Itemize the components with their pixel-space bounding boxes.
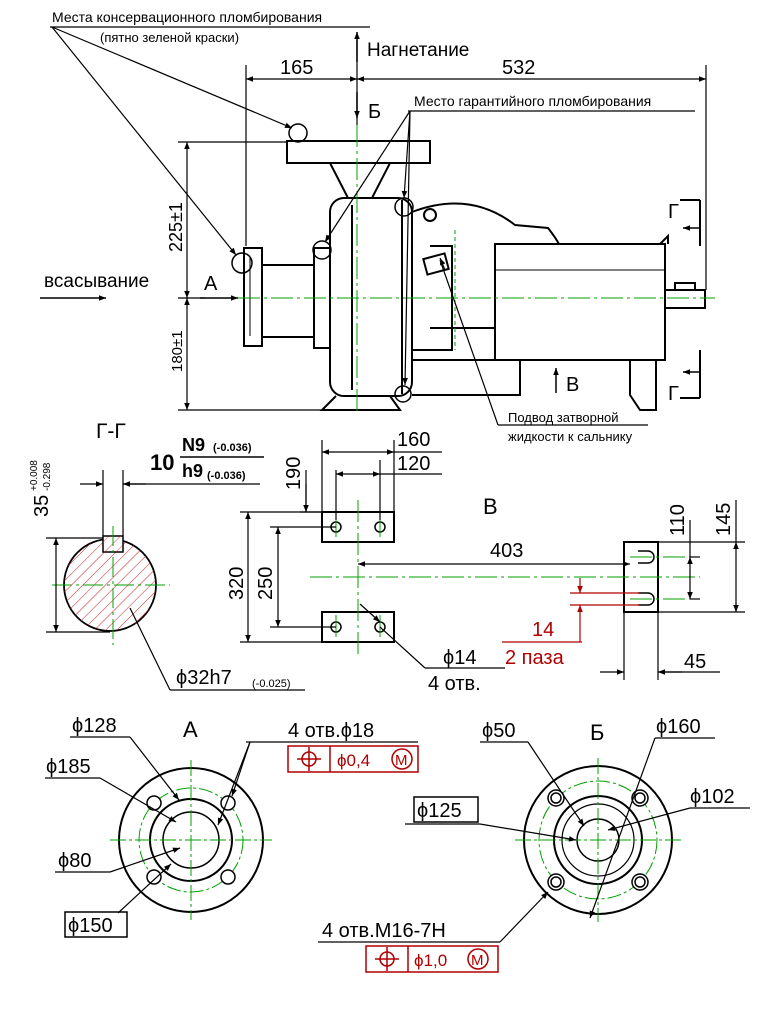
dim-160: 160 (397, 429, 430, 451)
dim-532: 532 (502, 57, 535, 79)
mmc-b-letter: M (471, 952, 484, 969)
casing-foot (319, 395, 402, 411)
dim-d160-b: ϕ160 (656, 716, 701, 738)
view-v: В 160 120 190 320 250 403 110 145 14 2 п… (226, 429, 745, 695)
dim-190: 190 (283, 457, 305, 490)
view-a-letter: А (204, 273, 218, 295)
dim-403: 403 (490, 540, 523, 562)
dim-d150: ϕ150 (68, 915, 113, 937)
key-fit-upper: N9 (182, 435, 205, 455)
key-fit-lower: h9 (182, 461, 203, 481)
section-g-top-letter: Г (668, 201, 679, 223)
dim-165: 165 (280, 57, 313, 79)
view-v-letter: В (566, 374, 579, 396)
dim-d102: ϕ102 (690, 786, 735, 808)
suction-nozzle (261, 264, 315, 338)
seal-liquid-fitting (422, 252, 450, 276)
dim-250: 250 (255, 567, 277, 600)
slots-count: 2 паза (505, 647, 565, 669)
position-tol-b-value: ϕ1,0 (414, 951, 447, 970)
view-b-title: Б (590, 720, 604, 745)
suction-flange (243, 247, 263, 347)
view-v-title: В (483, 494, 498, 519)
key-height-tol-upper: +0.008 (29, 460, 40, 491)
dim-d185: ϕ185 (46, 756, 91, 778)
mmc-b-icon (467, 948, 489, 970)
key-fit-lower-tol: (-0.036) (207, 470, 246, 482)
key-height-dim: 35 (31, 495, 53, 517)
view-a: А ϕ128 ϕ185 ϕ80 ϕ150 4 отв.ϕ18 ϕ0,4 M (45, 715, 419, 938)
note-leaders (50, 26, 695, 426)
side-view-centerlines (205, 125, 715, 415)
dim-120: 120 (397, 453, 430, 475)
dim-225: 225±1 (166, 202, 186, 252)
pump-side-view (243, 140, 706, 411)
section-g-top-mark (680, 199, 701, 246)
dim-110: 110 (667, 504, 689, 536)
dim-d125-box (413, 796, 479, 823)
side-view-labels: Места консервационного пломбирования (пя… (44, 9, 679, 444)
dim-320: 320 (226, 567, 248, 600)
shaft-diameter-tol: (-0.025) (252, 678, 291, 690)
mmc-a-icon (391, 748, 413, 770)
view-b-letter: Б (368, 101, 381, 123)
conservation-seal-note: Места консервационного пломбирования (52, 9, 322, 25)
dim-14-slot: 14 (532, 619, 554, 641)
hole-count-4: 4 отв. (428, 673, 481, 695)
view-a-title: А (183, 717, 198, 742)
position-tolerance-b: ϕ1,0 M (365, 945, 499, 973)
warranty-seal-note: Место гарантийного пломбирования (414, 93, 651, 109)
dim-145: 145 (713, 503, 735, 536)
conservation-seal-mark (231, 252, 253, 274)
side-view-dimensions (178, 40, 707, 411)
key-height-tol-lower: -0.298 (42, 462, 53, 491)
dim-d80: ϕ80 (58, 850, 91, 872)
shaft (664, 289, 706, 309)
mmc-a-letter: M (395, 752, 408, 769)
dim-d150-box (64, 911, 128, 938)
position-tol-a-value: ϕ0,4 (337, 751, 370, 770)
dim-d128: ϕ128 (72, 715, 117, 737)
key-width-dim: 10 (150, 450, 174, 475)
conservation-seal-mark (288, 123, 308, 143)
flow-arrows (40, 32, 701, 399)
seal-liquid-note-1: Подвод затворной (508, 410, 619, 425)
shaft-diameter-dim: ϕ32h7 (176, 667, 232, 689)
dim-45: 45 (684, 651, 706, 673)
section-gg: Г-Г 10 N9 (-0.036) h9 (-0.036) 35 +0.008… (29, 420, 305, 691)
discharge-label: Нагнетание (367, 40, 469, 61)
suction-label: всасывание (44, 271, 149, 292)
bearing-housing (494, 243, 666, 361)
position-tolerance-a: ϕ0,4 M (287, 745, 419, 773)
hole-dia-14: ϕ14 (443, 647, 476, 669)
section-gg-title: Г-Г (96, 420, 126, 443)
key (674, 282, 696, 291)
view-b: Б ϕ50 ϕ160 ϕ102 ϕ125 4 отв.M16-7H ϕ1,0 M (318, 716, 750, 973)
discharge-nozzle (329, 162, 391, 199)
flange-b-holes: 4 отв.M16-7H (322, 920, 446, 942)
key-fit-upper-tol: (-0.036) (213, 442, 252, 454)
seal-liquid-note-2: жидкости к сальнику (508, 429, 633, 444)
discharge-flange (286, 140, 431, 164)
support-foot (629, 360, 657, 411)
section-g-bottom-mark (680, 350, 701, 399)
warranty-seal-mark (394, 385, 412, 403)
green-paint-note: (пятно зеленой краски) (100, 30, 239, 45)
section-g-bottom-letter: Г (668, 383, 679, 405)
flange-a-holes: 4 отв.ϕ18 (288, 720, 374, 742)
dim-d125: ϕ125 (417, 800, 462, 822)
pump-casing (329, 197, 413, 397)
warranty-seal-mark (312, 240, 332, 260)
dim-180: 180±1 (169, 330, 186, 372)
dim-d50: ϕ50 (482, 720, 515, 742)
